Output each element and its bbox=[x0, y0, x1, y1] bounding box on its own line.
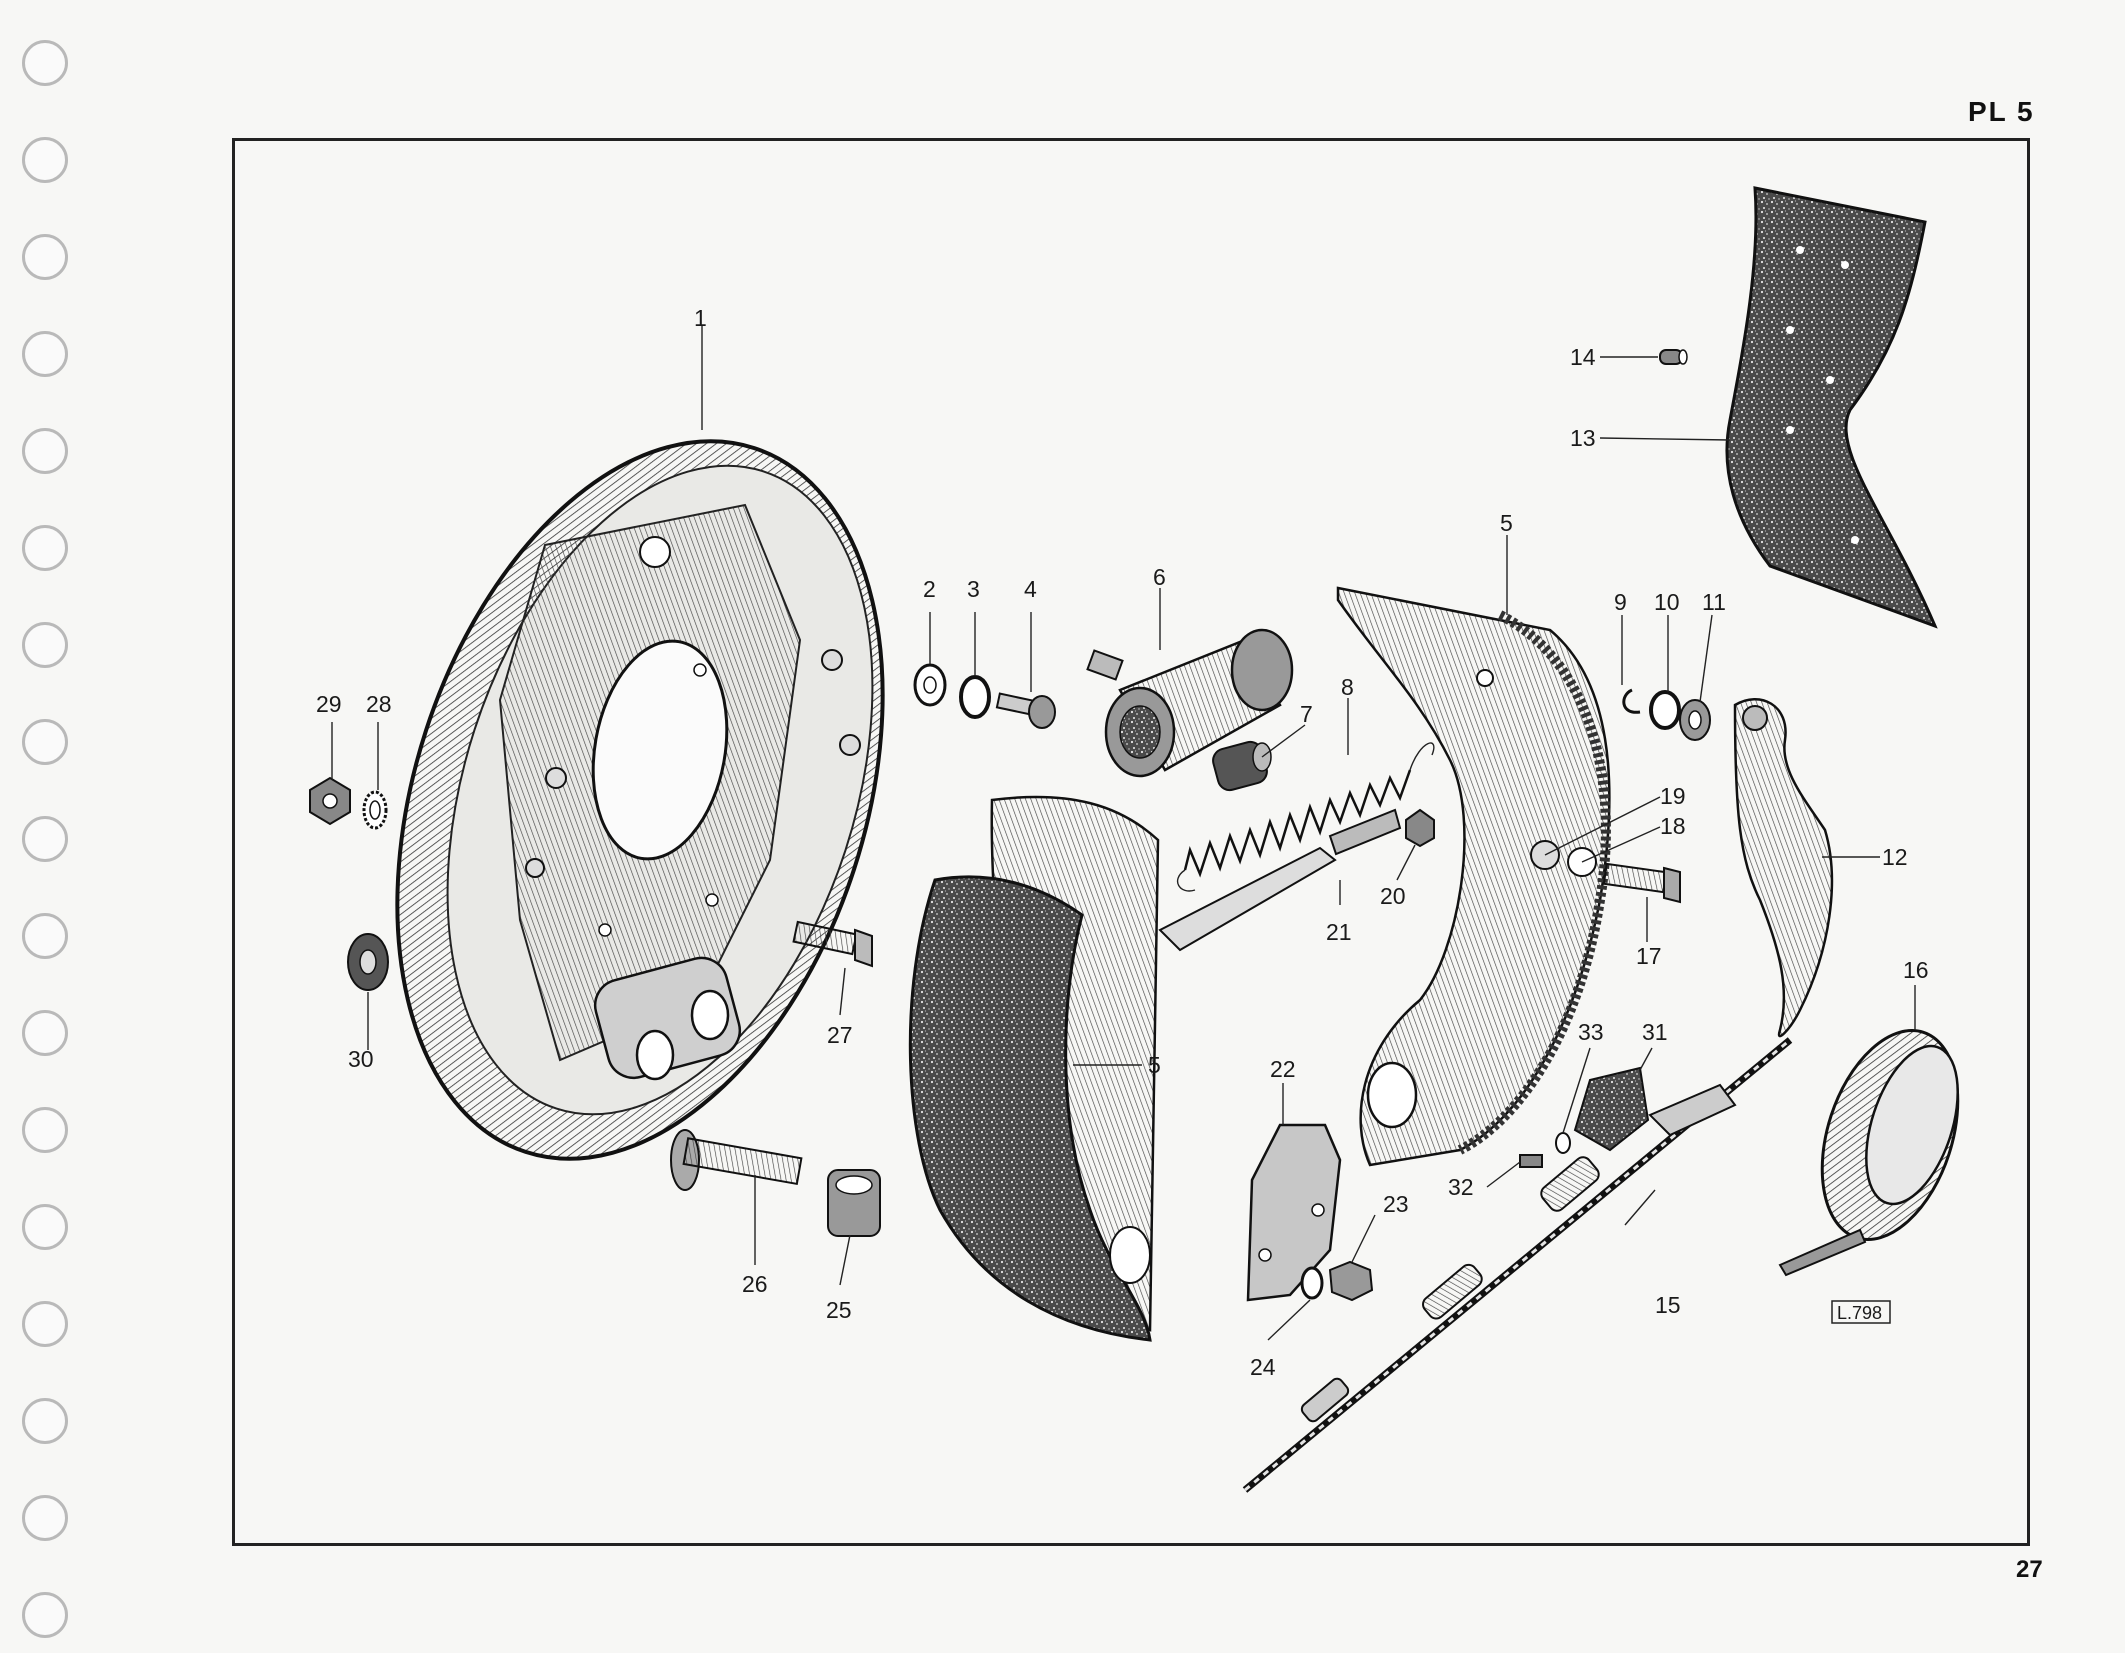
serrated-washer-28 bbox=[362, 790, 388, 830]
callout-3: 3 bbox=[967, 576, 980, 602]
handbrake-lever-12 bbox=[1733, 698, 1834, 1038]
callout-11: 11 bbox=[1702, 589, 1726, 615]
callout-23: 23 bbox=[1383, 1191, 1409, 1217]
washer-33 bbox=[1555, 1132, 1571, 1154]
callout-19: 19 bbox=[1660, 783, 1686, 809]
rivet-14 bbox=[1659, 349, 1688, 365]
spring-8 bbox=[1176, 742, 1435, 892]
adjuster-strut-21 bbox=[1158, 808, 1402, 952]
callout-25: 25 bbox=[826, 1297, 852, 1323]
washer-10 bbox=[1649, 690, 1681, 730]
hex-nut-23 bbox=[1328, 1260, 1374, 1302]
binder-hole bbox=[22, 525, 68, 571]
page-number: 27 bbox=[2016, 1556, 2043, 1583]
callout-32: 32 bbox=[1448, 1174, 1474, 1200]
diagram-frame bbox=[232, 138, 2030, 1546]
binder-hole bbox=[22, 816, 68, 862]
binder-hole bbox=[22, 234, 68, 280]
brake-lining-13 bbox=[1725, 186, 1938, 629]
binder-hole bbox=[22, 1010, 68, 1056]
binder-hole bbox=[22, 1495, 68, 1541]
nut-30 bbox=[347, 933, 389, 991]
callout-13: 13 bbox=[1570, 425, 1596, 451]
plate-title: PL 5 bbox=[1968, 96, 2035, 127]
binder-hole bbox=[22, 331, 68, 377]
callout-15: 15 bbox=[1655, 1292, 1681, 1318]
nut-20 bbox=[1405, 808, 1435, 848]
binder-hole bbox=[22, 428, 68, 474]
binder-hole bbox=[22, 719, 68, 765]
brake-shoe-rear bbox=[1336, 586, 1611, 1167]
callout-12: 12 bbox=[1882, 844, 1908, 870]
callout-6: 6 bbox=[1153, 564, 1166, 590]
callout-14: 14 bbox=[1570, 344, 1596, 370]
callout-29: 29 bbox=[316, 691, 342, 717]
callout-22: 22 bbox=[1270, 1056, 1296, 1082]
bolt-17 bbox=[1602, 862, 1681, 904]
callout-1: 1 bbox=[694, 305, 707, 331]
binder-hole bbox=[22, 1107, 68, 1153]
binder-hole bbox=[22, 1204, 68, 1250]
binder-hole bbox=[22, 913, 68, 959]
washer-24 bbox=[1300, 1266, 1324, 1300]
callout-28: 28 bbox=[366, 691, 392, 717]
callout-5-bottom: 5 bbox=[1148, 1052, 1161, 1078]
binder-hole bbox=[22, 137, 68, 183]
callout-24: 24 bbox=[1250, 1354, 1276, 1380]
callout-4: 4 bbox=[1024, 576, 1037, 602]
callout-17: 17 bbox=[1636, 943, 1662, 969]
drawing-reference: L.798 bbox=[1831, 1300, 1891, 1324]
washer-11 bbox=[1679, 699, 1711, 741]
callout-26: 26 bbox=[742, 1271, 768, 1297]
callout-21: 21 bbox=[1326, 919, 1352, 945]
pivot-pin-26 bbox=[670, 1129, 803, 1191]
washer-2 bbox=[913, 663, 947, 707]
leader-lines bbox=[331, 325, 1916, 1341]
callout-10: 10 bbox=[1654, 589, 1680, 615]
clip-9 bbox=[1622, 688, 1641, 714]
binder-hole bbox=[22, 1301, 68, 1347]
callout-18: 18 bbox=[1660, 813, 1686, 839]
callout-2: 2 bbox=[923, 576, 936, 602]
callout-20: 20 bbox=[1380, 883, 1406, 909]
screw-32 bbox=[1519, 1154, 1543, 1168]
brake-shoe-front bbox=[908, 795, 1160, 1342]
backing-plate bbox=[395, 439, 885, 1161]
callout-31: 31 bbox=[1642, 1019, 1668, 1045]
callout-30: 30 bbox=[348, 1046, 374, 1072]
brake-drum-16 bbox=[1778, 1029, 1960, 1277]
callout-9: 9 bbox=[1614, 589, 1627, 615]
spacer-25 bbox=[827, 1169, 881, 1237]
handbrake-cable-15 bbox=[1242, 1037, 1793, 1493]
binder-hole bbox=[22, 622, 68, 668]
callout-labels: 1 2 3 4 6 7 8 5 9 10 11 12 13 14 15 16 1… bbox=[316, 305, 1929, 1380]
hex-nut-29 bbox=[309, 776, 351, 826]
callout-33: 33 bbox=[1578, 1019, 1604, 1045]
plate-31 bbox=[1573, 1066, 1650, 1152]
bleed-screw-4 bbox=[995, 692, 1056, 729]
callout-5-top: 5 bbox=[1500, 510, 1513, 536]
callout-8: 8 bbox=[1341, 674, 1354, 700]
callout-7: 7 bbox=[1300, 701, 1313, 727]
wheel-cylinder-6 bbox=[1086, 628, 1294, 778]
boot-7 bbox=[1212, 740, 1272, 792]
callout-27: 27 bbox=[827, 1022, 853, 1048]
binder-hole bbox=[22, 1398, 68, 1444]
binder-hole bbox=[22, 1592, 68, 1638]
washer-3 bbox=[959, 675, 991, 719]
drawing-reference-label: L.798 bbox=[1837, 1303, 1882, 1323]
bolt-27 bbox=[792, 920, 873, 968]
binder-hole bbox=[22, 40, 68, 86]
callout-16: 16 bbox=[1903, 957, 1929, 983]
bracket-22 bbox=[1246, 1123, 1342, 1302]
